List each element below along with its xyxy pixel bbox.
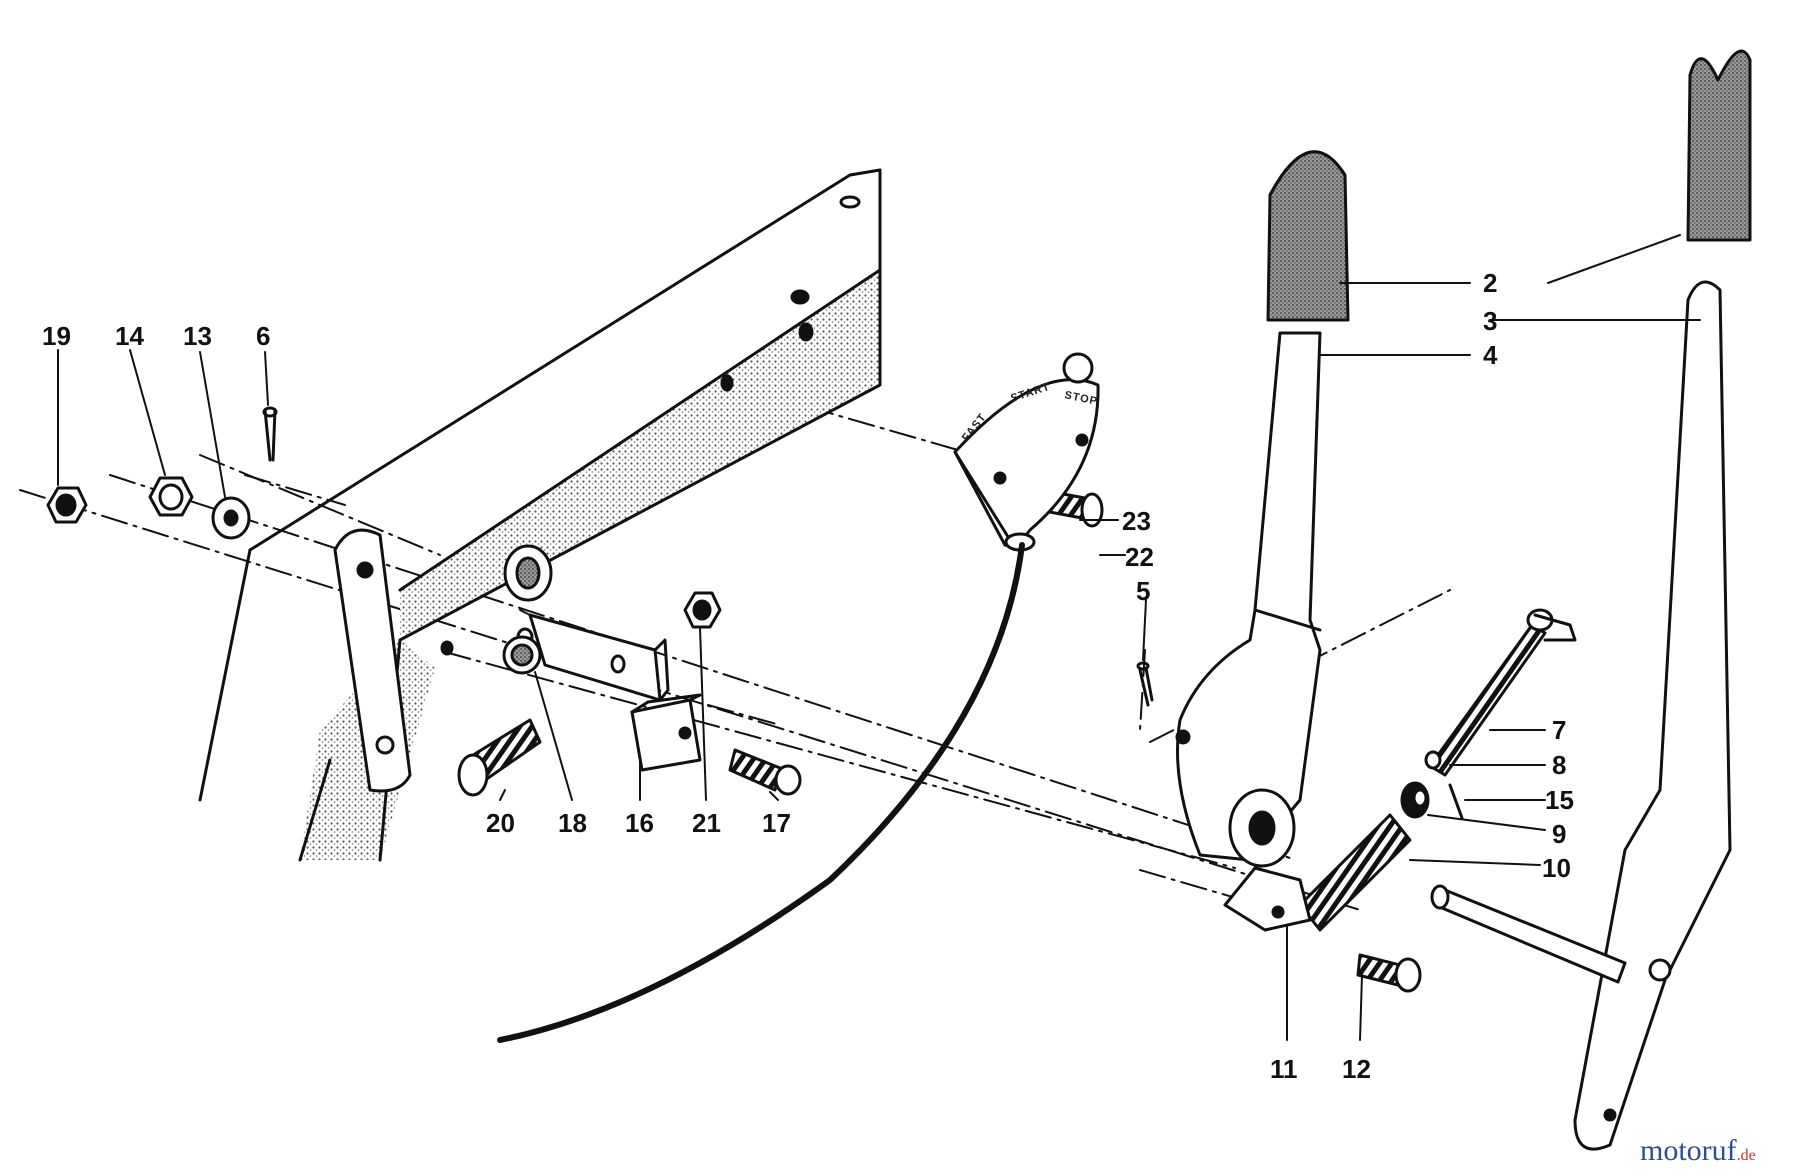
mounting-frame [198, 168, 882, 862]
callout-19: 19 [42, 321, 71, 351]
leader-lines [57, 234, 1701, 1041]
callout-6: 6 [256, 321, 270, 351]
callout-14: 14 [115, 321, 144, 351]
callout-16: 16 [625, 808, 654, 838]
throttle-lever-back [1430, 49, 1752, 1151]
callout-22: 22 [1125, 542, 1154, 572]
throttle-cable [497, 542, 1025, 1043]
callout-15: 15 [1545, 785, 1574, 815]
callout-11: 11 [1270, 1054, 1298, 1084]
callout-17: 17 [762, 808, 791, 838]
watermark-name: motoruf [1640, 1134, 1737, 1167]
callout-21: 21 [692, 808, 721, 838]
callout-numbers: 19 14 13 6 2 3 4 23 22 5 7 8 15 9 10 11 … [42, 268, 1574, 1084]
callout-20: 20 [486, 808, 515, 838]
throttle-lever-front [1175, 150, 1350, 868]
watermark-logo: motoruf.de [1640, 1134, 1756, 1167]
hardware-left [46, 406, 1154, 797]
svg-text:motoruf.de: motoruf.de [1640, 1134, 1756, 1167]
callout-2: 2 [1483, 268, 1497, 298]
callout-12: 12 [1342, 1054, 1371, 1084]
callout-13: 13 [183, 321, 212, 351]
callout-8: 8 [1552, 750, 1566, 780]
callout-3: 3 [1483, 306, 1497, 336]
callout-4: 4 [1483, 340, 1498, 370]
callout-5: 5 [1136, 576, 1150, 606]
callout-7: 7 [1552, 715, 1566, 745]
callout-18: 18 [558, 808, 587, 838]
linkage-parts [1223, 608, 1577, 993]
callout-23: 23 [1122, 506, 1151, 536]
throttle-quadrant [953, 352, 1100, 552]
callout-10: 10 [1542, 853, 1571, 883]
watermark-suffix: .de [1737, 1147, 1756, 1164]
callout-9: 9 [1552, 819, 1566, 849]
